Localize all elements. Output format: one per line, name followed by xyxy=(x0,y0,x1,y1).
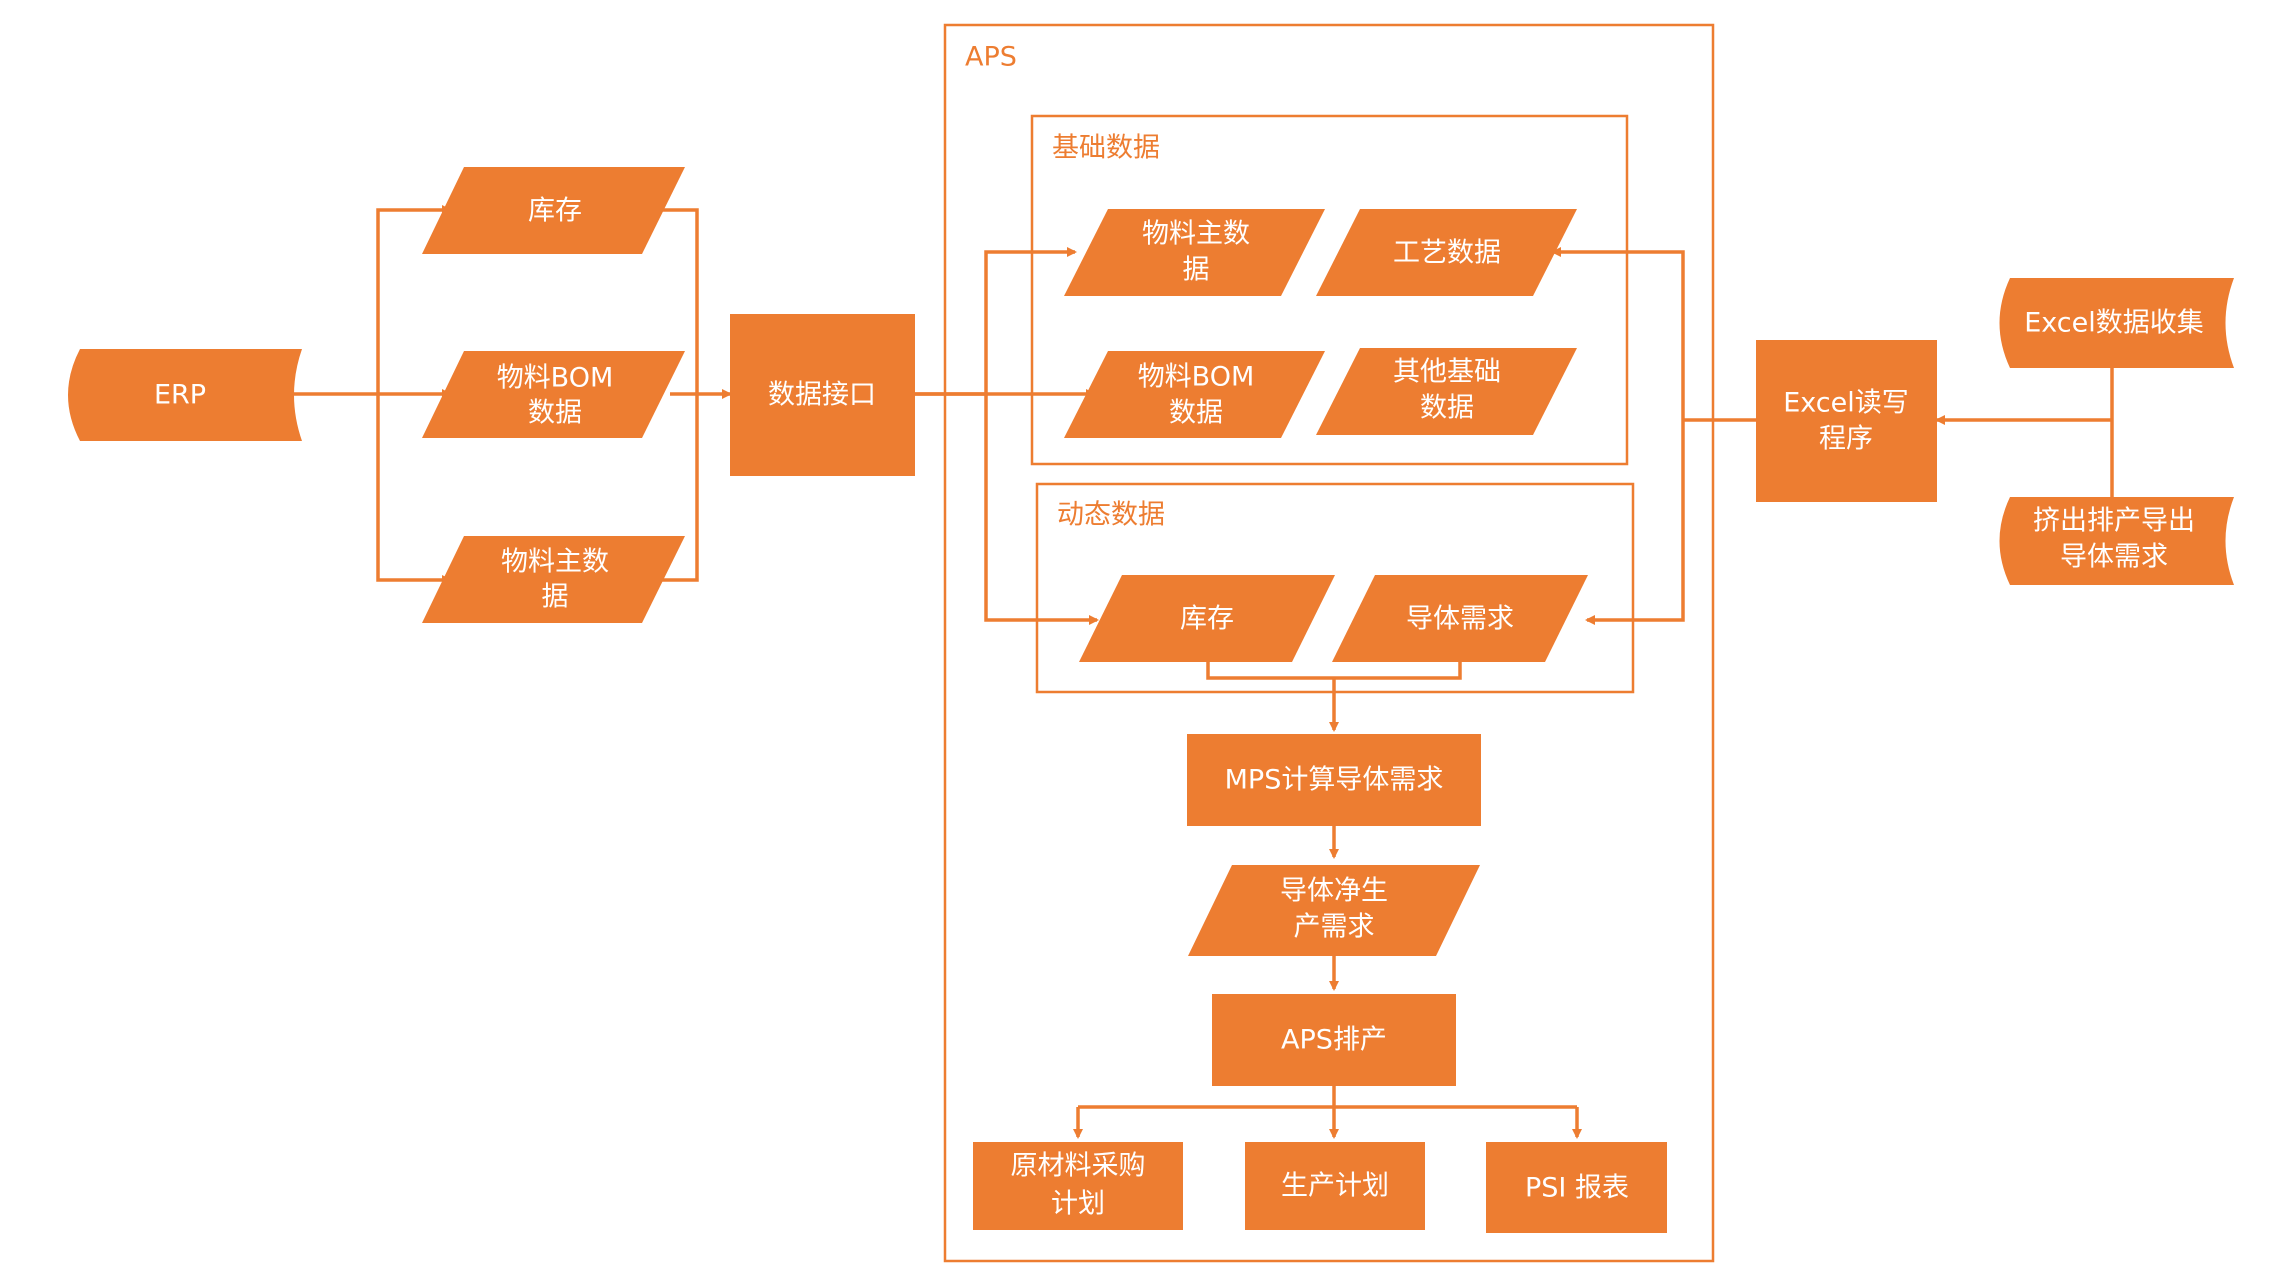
other-base-data-node: 其他基础 数据 xyxy=(1316,348,1577,435)
psi-report-label: PSI 报表 xyxy=(1525,1173,1629,1204)
erp-label: ERP xyxy=(154,380,206,411)
base-material-master-label-2: 据 xyxy=(1183,255,1210,286)
raw-material-plan-label-2: 计划 xyxy=(1051,1189,1105,1220)
dyn-inventory-node: 库存 xyxy=(1079,575,1335,662)
dyn-inventory-label: 库存 xyxy=(1180,604,1234,635)
conductor-demand-node: 导体需求 xyxy=(1332,575,1588,662)
base-material-bom-node: 物料BOM 数据 xyxy=(1064,351,1325,438)
erp-material-bom-label-1: 物料BOM xyxy=(497,363,614,394)
aps-frame: APS xyxy=(943,23,1715,1263)
conductor-demand-label: 导体需求 xyxy=(1406,604,1514,635)
base-material-bom-label-1: 物料BOM xyxy=(1138,362,1255,393)
raw-material-plan-label-1: 原材料采购 xyxy=(1011,1151,1146,1182)
erp-material-master-label-1: 物料主数 xyxy=(501,547,609,578)
aps-scheduling-label: APS排产 xyxy=(1281,1025,1387,1056)
connector-excel-process xyxy=(1551,247,1685,420)
production-plan-node: 生产计划 xyxy=(1245,1142,1425,1230)
excel-rw-node: Excel读写 程序 xyxy=(1756,340,1937,502)
excel-collect-node: Excel数据收集 xyxy=(1999,278,2234,368)
erp-material-master-node: 物料主数 据 xyxy=(422,536,685,623)
connector-interface-master xyxy=(915,247,1077,396)
erp-material-bom-node: 物料BOM 数据 xyxy=(422,351,685,438)
extrusion-export-node: 挤出排产导出 导体需求 xyxy=(1999,497,2234,585)
data-interface-node: 数据接口 xyxy=(730,314,915,476)
connector-erp-master xyxy=(376,394,452,585)
connector-interface-inventory xyxy=(984,394,1099,625)
aps-frame-label: APS xyxy=(965,42,1017,73)
net-demand-label-1: 导体净生 xyxy=(1280,876,1388,907)
base-data-frame: 基础数据 xyxy=(1030,114,1629,466)
base-data-frame-label: 基础数据 xyxy=(1052,133,1160,164)
erp-inventory-label: 库存 xyxy=(528,196,582,227)
process-data-label: 工艺数据 xyxy=(1393,238,1501,269)
production-plan-label: 生产计划 xyxy=(1281,1171,1389,1202)
erp-material-bom-label-2: 数据 xyxy=(528,398,582,429)
connector-dynamic-bracket xyxy=(1206,662,1462,680)
base-material-master-label-1: 物料主数 xyxy=(1142,219,1250,250)
excel-collect-label: Excel数据收集 xyxy=(2024,308,2204,339)
net-demand-label-2: 产需求 xyxy=(1294,912,1375,943)
connector-erp-inventory xyxy=(292,205,452,396)
extrusion-export-label-2: 导体需求 xyxy=(2060,542,2168,573)
erp-node: ERP xyxy=(68,349,302,441)
net-demand-node: 导体净生 产需求 xyxy=(1188,865,1480,956)
data-interface-label: 数据接口 xyxy=(768,380,876,411)
aps-scheduling-node: APS排产 xyxy=(1212,994,1456,1086)
base-material-bom-label-2: 数据 xyxy=(1169,398,1223,429)
psi-report-node: PSI 报表 xyxy=(1486,1142,1667,1233)
process-data-node: 工艺数据 xyxy=(1316,209,1577,296)
connectors xyxy=(292,205,2114,1139)
connector-excel-demand xyxy=(1585,420,1685,625)
mps-label: MPS计算导体需求 xyxy=(1225,765,1444,796)
excel-rw-label-2: 程序 xyxy=(1819,424,1873,455)
excel-rw-label-1: Excel读写 xyxy=(1783,388,1909,419)
other-base-data-label-1: 其他基础 xyxy=(1393,357,1501,388)
erp-inventory-node: 库存 xyxy=(422,167,685,254)
base-material-master-node: 物料主数 据 xyxy=(1064,209,1325,296)
mps-node: MPS计算导体需求 xyxy=(1187,734,1481,826)
raw-material-plan-node: 原材料采购 计划 xyxy=(973,1142,1183,1230)
other-base-data-label-2: 数据 xyxy=(1420,393,1474,424)
erp-material-master-label-2: 据 xyxy=(542,582,569,613)
extrusion-export-label-1: 挤出排产导出 xyxy=(2033,506,2195,537)
dynamic-data-frame-label: 动态数据 xyxy=(1057,500,1165,531)
